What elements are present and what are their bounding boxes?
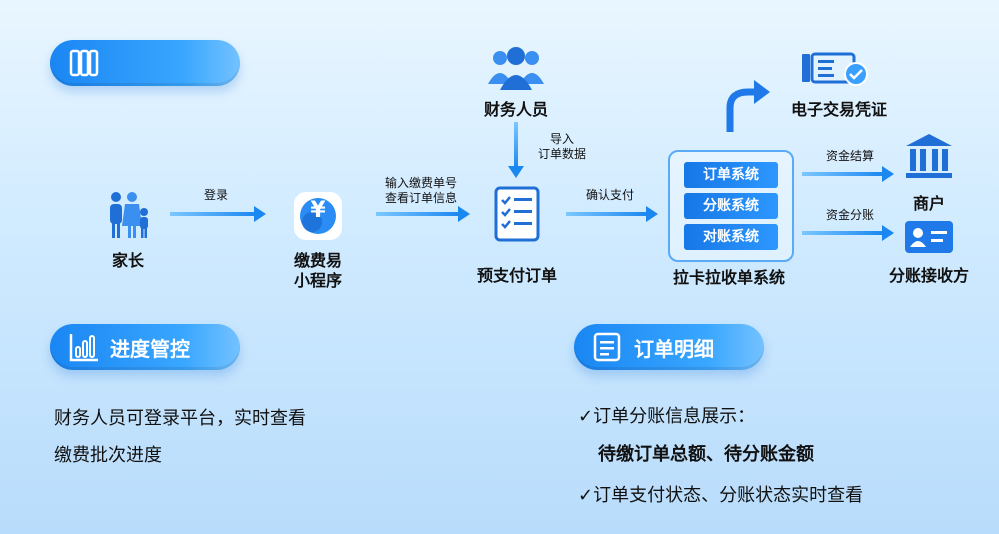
node-order: 预支付订单	[476, 266, 557, 285]
people-icon	[488, 47, 544, 90]
document-icon	[593, 332, 621, 362]
node-parent: 家长	[111, 251, 144, 270]
progress-text-line1: 财务人员可登录平台，实时查看	[54, 408, 306, 429]
header-pill	[50, 40, 240, 86]
grid-icon	[69, 49, 99, 77]
edge-input-line1: 输入缴费单号	[384, 176, 457, 190]
arrow-login	[170, 206, 266, 222]
node-merchant: 商户	[912, 194, 945, 213]
id-card-icon	[905, 221, 953, 253]
lakala-system-box: 订单系统 分账系统 对账系统	[668, 150, 794, 262]
arrow-import	[508, 122, 524, 178]
order-text-line1: ✓订单分账信息展示：	[578, 406, 756, 427]
edge-settle: 资金结算	[825, 149, 874, 163]
arrow-input	[376, 206, 470, 222]
system-reconcile: 对账系统	[684, 224, 778, 250]
edge-import-line2: 订单数据	[537, 147, 586, 161]
node-lakala: 拉卡拉收单系统	[672, 268, 785, 287]
order-text-line2: 待缴订单总额、待分账金额	[598, 444, 814, 465]
yuan-icon	[294, 192, 342, 240]
progress-title-pill: 进度管控	[50, 324, 240, 370]
order-text-line3: ✓订单支付状态、分账状态实时查看	[578, 485, 864, 506]
arrow-settle	[802, 166, 894, 182]
bar-chart-icon	[69, 334, 98, 362]
node-miniapp-line2: 小程序	[293, 271, 342, 290]
progress-title: 进度管控	[110, 336, 190, 361]
edge-import-line1: 导入	[549, 132, 574, 146]
edge-login: 登录	[203, 188, 228, 202]
checklist-icon	[494, 186, 540, 242]
edge-input-line2: 查看订单信息	[384, 191, 457, 205]
node-finance: 财务人员	[483, 100, 548, 119]
system-order: 订单系统	[684, 162, 778, 188]
system-split: 分账系统	[684, 193, 778, 219]
edge-split: 资金分账	[825, 208, 874, 222]
bank-icon	[906, 134, 952, 178]
yuan-symbol: ¥	[310, 198, 326, 223]
voucher-icon	[802, 52, 868, 86]
order-title-pill: 订单明细	[574, 324, 764, 370]
family-icon	[110, 192, 148, 238]
arrow-confirm-pay	[566, 206, 658, 222]
order-title: 订单明细	[634, 336, 714, 361]
node-miniapp-line1: 缴费易	[293, 251, 342, 270]
node-receiver: 分账接收方	[888, 266, 969, 285]
arrow-split	[802, 225, 894, 241]
edge-confirm-pay: 确认支付	[585, 188, 634, 202]
curved-arrow-icon	[726, 80, 770, 132]
progress-text-line2: 缴费批次进度	[54, 445, 162, 466]
node-voucher: 电子交易凭证	[790, 100, 887, 119]
